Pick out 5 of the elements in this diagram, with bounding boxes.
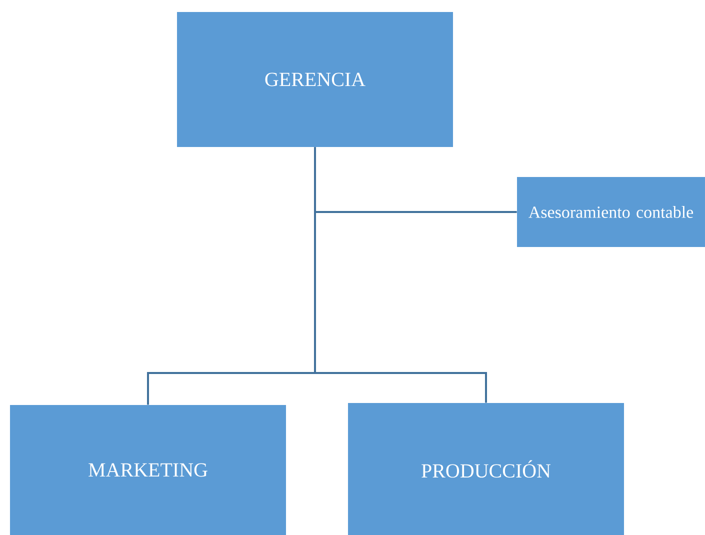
org-box: Asesoramiento contable [517,177,705,247]
org-box: GERENCIA [177,12,453,147]
org-box: MARKETING [10,404,286,535]
connector-line [314,147,487,403]
org-box: PRODUCCIÓN [348,402,624,535]
